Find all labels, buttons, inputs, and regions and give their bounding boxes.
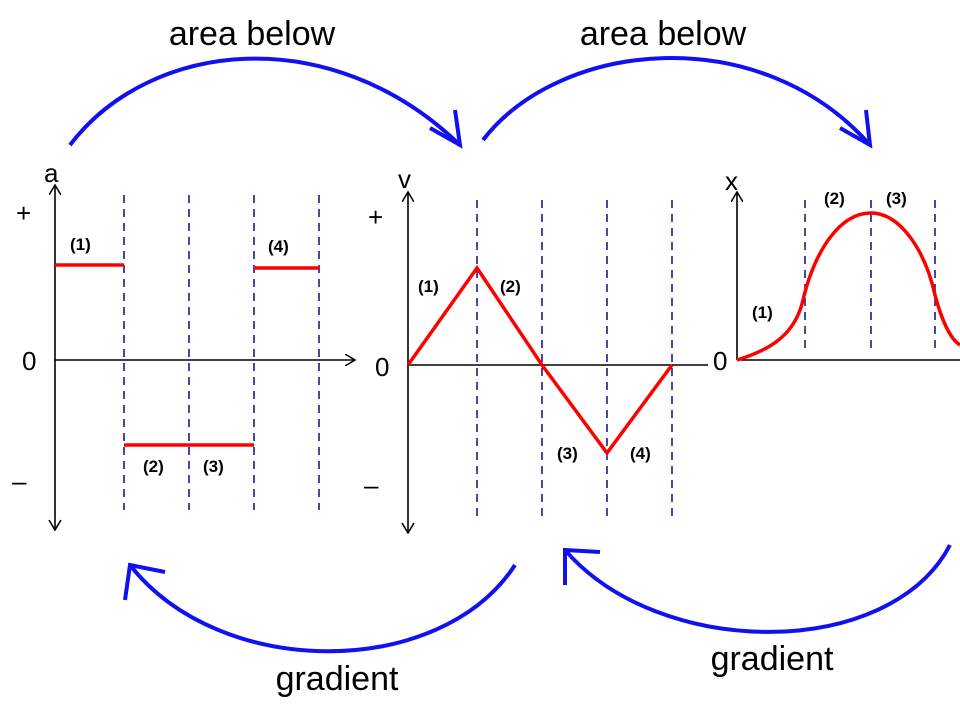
v-seg-4: (4) xyxy=(630,444,651,463)
gradient-label-right: gradient xyxy=(711,640,834,678)
x-axis-label: x xyxy=(725,166,738,196)
gradient-arrow-left xyxy=(123,562,517,654)
a-axis-label: a xyxy=(44,158,59,188)
v-seg-1: (1) xyxy=(418,277,439,296)
a-seg-3: (3) xyxy=(203,457,224,476)
v-minus: – xyxy=(364,470,379,500)
a-seg-1: (1) xyxy=(70,235,91,254)
a-seg-4: (4) xyxy=(268,237,289,256)
area-below-label-left: area below xyxy=(169,15,336,53)
v-plus: + xyxy=(368,202,383,232)
x-zero: 0 xyxy=(713,346,727,376)
a-seg-2: (2) xyxy=(143,457,164,476)
v-zero: 0 xyxy=(375,352,389,382)
v-seg-2: (2) xyxy=(500,277,521,296)
area-below-arrow-left xyxy=(68,56,463,149)
v-seg-3: (3) xyxy=(557,444,578,463)
gradient-arrow-right xyxy=(563,544,952,634)
a-plus: + xyxy=(16,198,31,228)
area-below-label-right: area below xyxy=(580,15,747,53)
x-seg-1: (1) xyxy=(752,303,773,322)
displacement-graph: x 0 (1) (2) (3) xyxy=(713,166,960,376)
a-zero: 0 xyxy=(22,346,36,376)
gradient-label-left: gradient xyxy=(276,660,399,698)
acceleration-graph: a + 0 – (1) (2) (3) (4) xyxy=(12,158,355,532)
x-seg-3: (3) xyxy=(886,189,907,208)
a-minus: – xyxy=(12,466,27,496)
x-seg-2: (2) xyxy=(824,189,845,208)
area-below-arrow-right xyxy=(481,56,873,149)
v-axis-label: v xyxy=(398,164,411,194)
velocity-graph: v + 0 – (1) (2) (3) (4) xyxy=(364,164,708,535)
